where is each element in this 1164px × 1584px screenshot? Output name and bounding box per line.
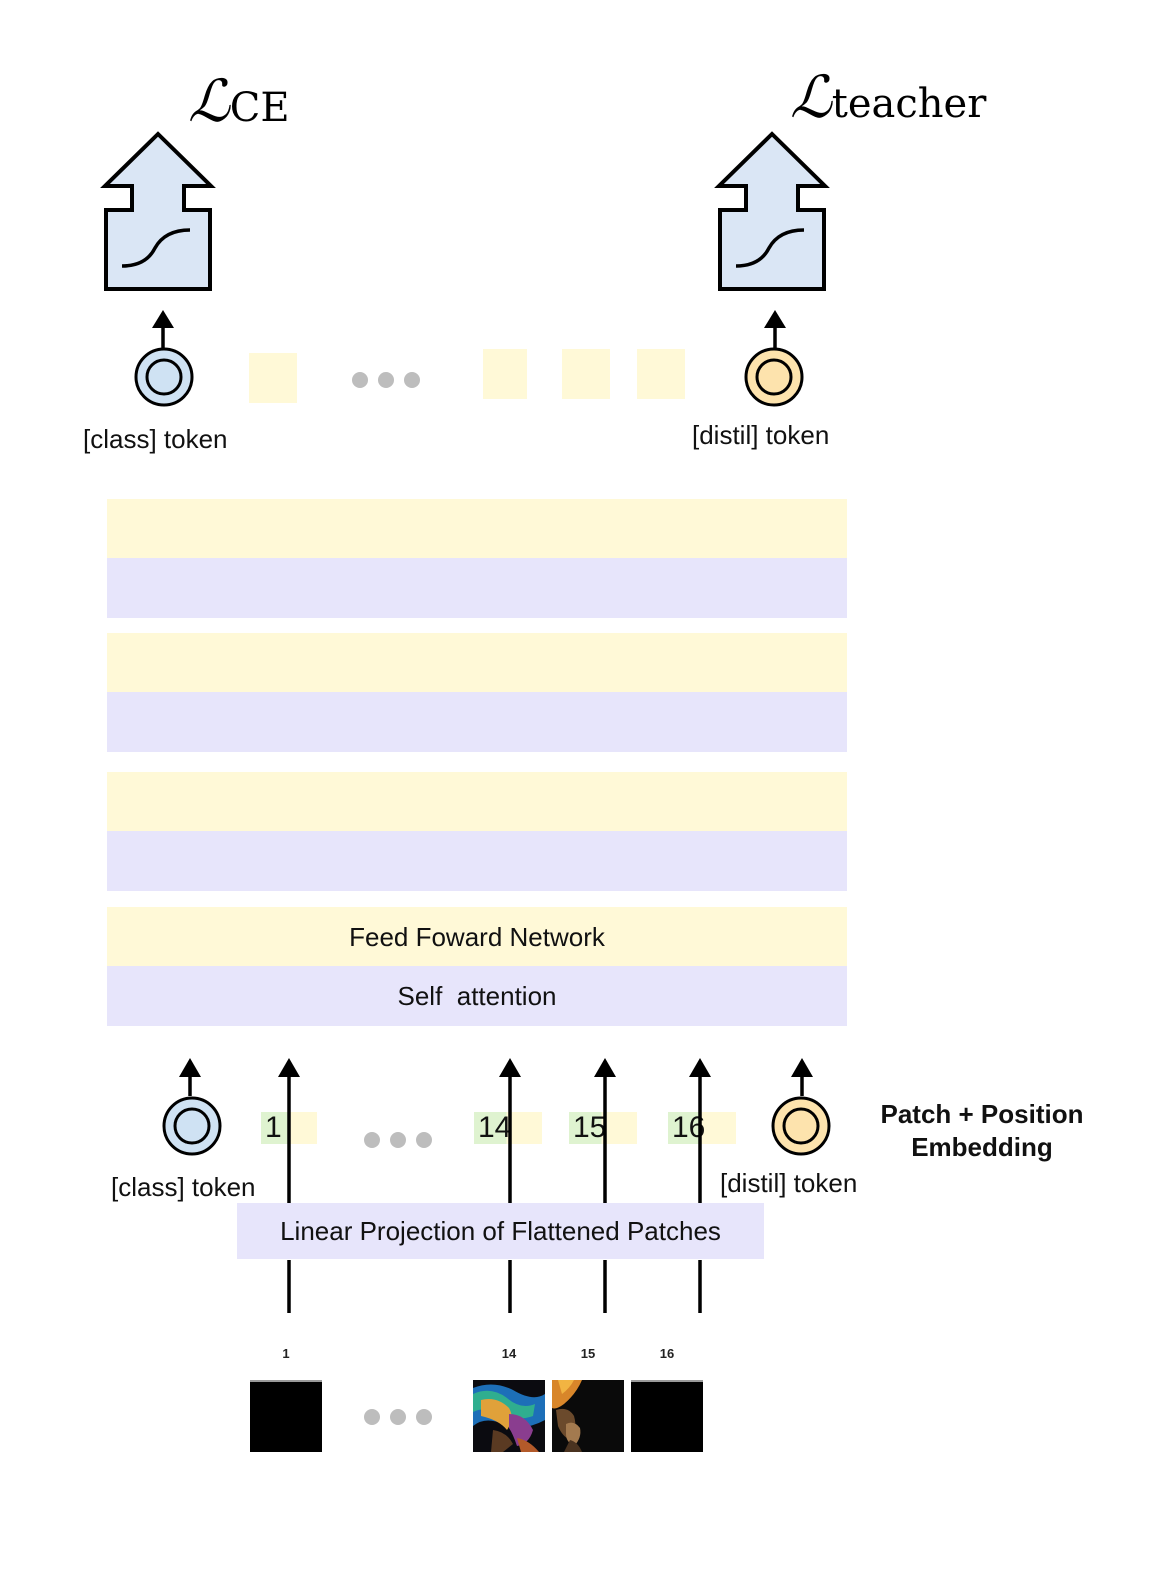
patch-embedding-number: 1	[265, 1111, 282, 1144]
embedding-ellipsis	[364, 1132, 432, 1148]
patch-ellipsis	[364, 1409, 432, 1425]
output-class-token	[134, 347, 194, 407]
output-patch-token	[249, 353, 297, 403]
output-ellipsis	[352, 372, 420, 388]
image-patch-14	[473, 1380, 545, 1452]
ce-head	[100, 131, 216, 291]
image-patch-16	[631, 1380, 703, 1452]
sigmoid-icon	[735, 228, 805, 268]
ffn-layer-1: Feed Foward Network	[107, 907, 847, 967]
image-patch-14-art	[473, 1380, 545, 1452]
patch-position-embedding-line1: Patch + Position	[880, 1099, 1084, 1129]
ffn-layer-3	[107, 633, 847, 693]
input-class-token-label: [class] token	[111, 1172, 256, 1202]
output-class-token-label: [class] token	[83, 424, 228, 454]
sigmoid-icon	[121, 228, 191, 268]
ffn-layer-2	[107, 772, 847, 832]
patch-number-14: 14	[501, 1346, 517, 1361]
patch-embedding-number: 15	[573, 1111, 607, 1144]
ffn-label: Feed Foward Network	[349, 921, 605, 952]
self-attention-layer-4	[107, 558, 847, 618]
input-distil-token	[771, 1096, 831, 1156]
output-patch-token	[637, 349, 685, 399]
linear-projection-box: Linear Projection of Flattened Patches	[237, 1203, 764, 1259]
image-patch-15-art	[552, 1380, 624, 1452]
patch-number-16: 16	[659, 1346, 675, 1361]
self-attention-layer-3	[107, 692, 847, 752]
loss-ce-label: ℒCE	[188, 67, 290, 135]
self-attention-layer-1: Self attention	[107, 966, 847, 1026]
teacher-head	[714, 131, 830, 291]
input-arrows	[179, 1058, 813, 1313]
patch-number-15: 15	[580, 1346, 596, 1361]
patch-position-embedding-line2: Embedding	[911, 1132, 1053, 1162]
linear-projection-label: Linear Projection of Flattened Patches	[280, 1215, 721, 1246]
input-distil-token-label: [distil] token	[720, 1168, 858, 1198]
loss-teacher-label: ℒteacher	[790, 63, 987, 131]
output-distil-token-label: [distil] token	[692, 420, 830, 450]
patch-position-embedding-label: Patch + Position Embedding	[858, 1098, 1106, 1164]
image-patch-1	[250, 1380, 322, 1452]
output-arrows	[152, 310, 786, 350]
output-patch-token	[562, 349, 610, 399]
ffn-layer-4	[107, 499, 847, 559]
patch-embedding-15: 15	[569, 1111, 637, 1144]
output-patch-token	[483, 349, 527, 399]
input-class-token	[162, 1096, 222, 1156]
output-distil-token	[744, 347, 804, 407]
patch-embedding-number: 14	[478, 1111, 512, 1144]
patch-embedding-14: 14	[474, 1111, 542, 1144]
self-attention-layer-2	[107, 831, 847, 891]
patch-number-1: 1	[282, 1346, 290, 1361]
self-attention-label: Self attention	[397, 980, 557, 1011]
image-patch-15	[552, 1380, 624, 1452]
